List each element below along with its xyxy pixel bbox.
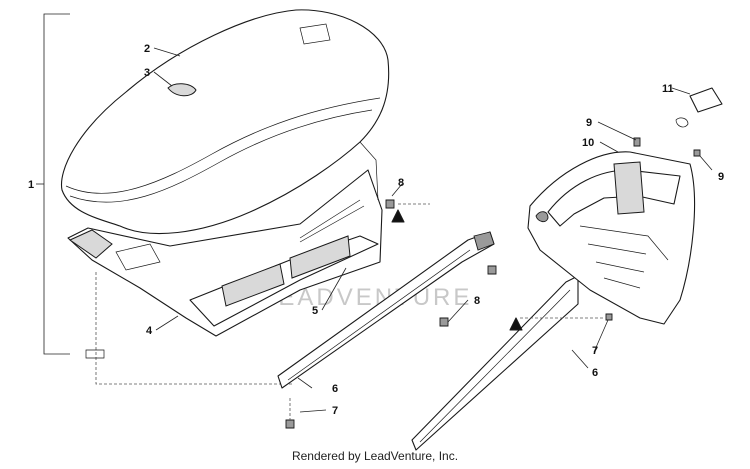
callout-3: 3 xyxy=(144,67,150,79)
callout-6a: 6 xyxy=(332,383,338,395)
footer-credit: Rendered by LeadVenture, Inc. xyxy=(291,449,459,463)
arrow-icon xyxy=(391,209,405,223)
callout-6b: 6 xyxy=(592,367,598,379)
callout-1: 1 xyxy=(28,179,34,191)
hardware xyxy=(285,137,701,429)
callout-9b: 9 xyxy=(718,171,724,183)
callout-10: 10 xyxy=(582,137,594,149)
callout-7a: 7 xyxy=(332,405,338,417)
side-rail-left xyxy=(277,231,495,389)
callout-7b: 7 xyxy=(592,345,598,357)
callout-9a: 9 xyxy=(586,117,592,129)
callout-5: 5 xyxy=(312,305,318,317)
plug-part xyxy=(675,87,723,128)
callout-11: 11 xyxy=(662,83,674,95)
callout-2: 2 xyxy=(144,43,150,55)
rear-storage-box xyxy=(527,151,696,325)
arrow-icon xyxy=(509,317,523,331)
seat-cushion xyxy=(60,9,390,235)
callout-4: 4 xyxy=(146,325,153,337)
assembly-bracket xyxy=(36,13,70,355)
side-rail-right xyxy=(411,275,579,451)
callout-8a: 8 xyxy=(398,177,404,189)
callout-8b: 8 xyxy=(474,295,480,307)
seat-base xyxy=(67,169,383,337)
